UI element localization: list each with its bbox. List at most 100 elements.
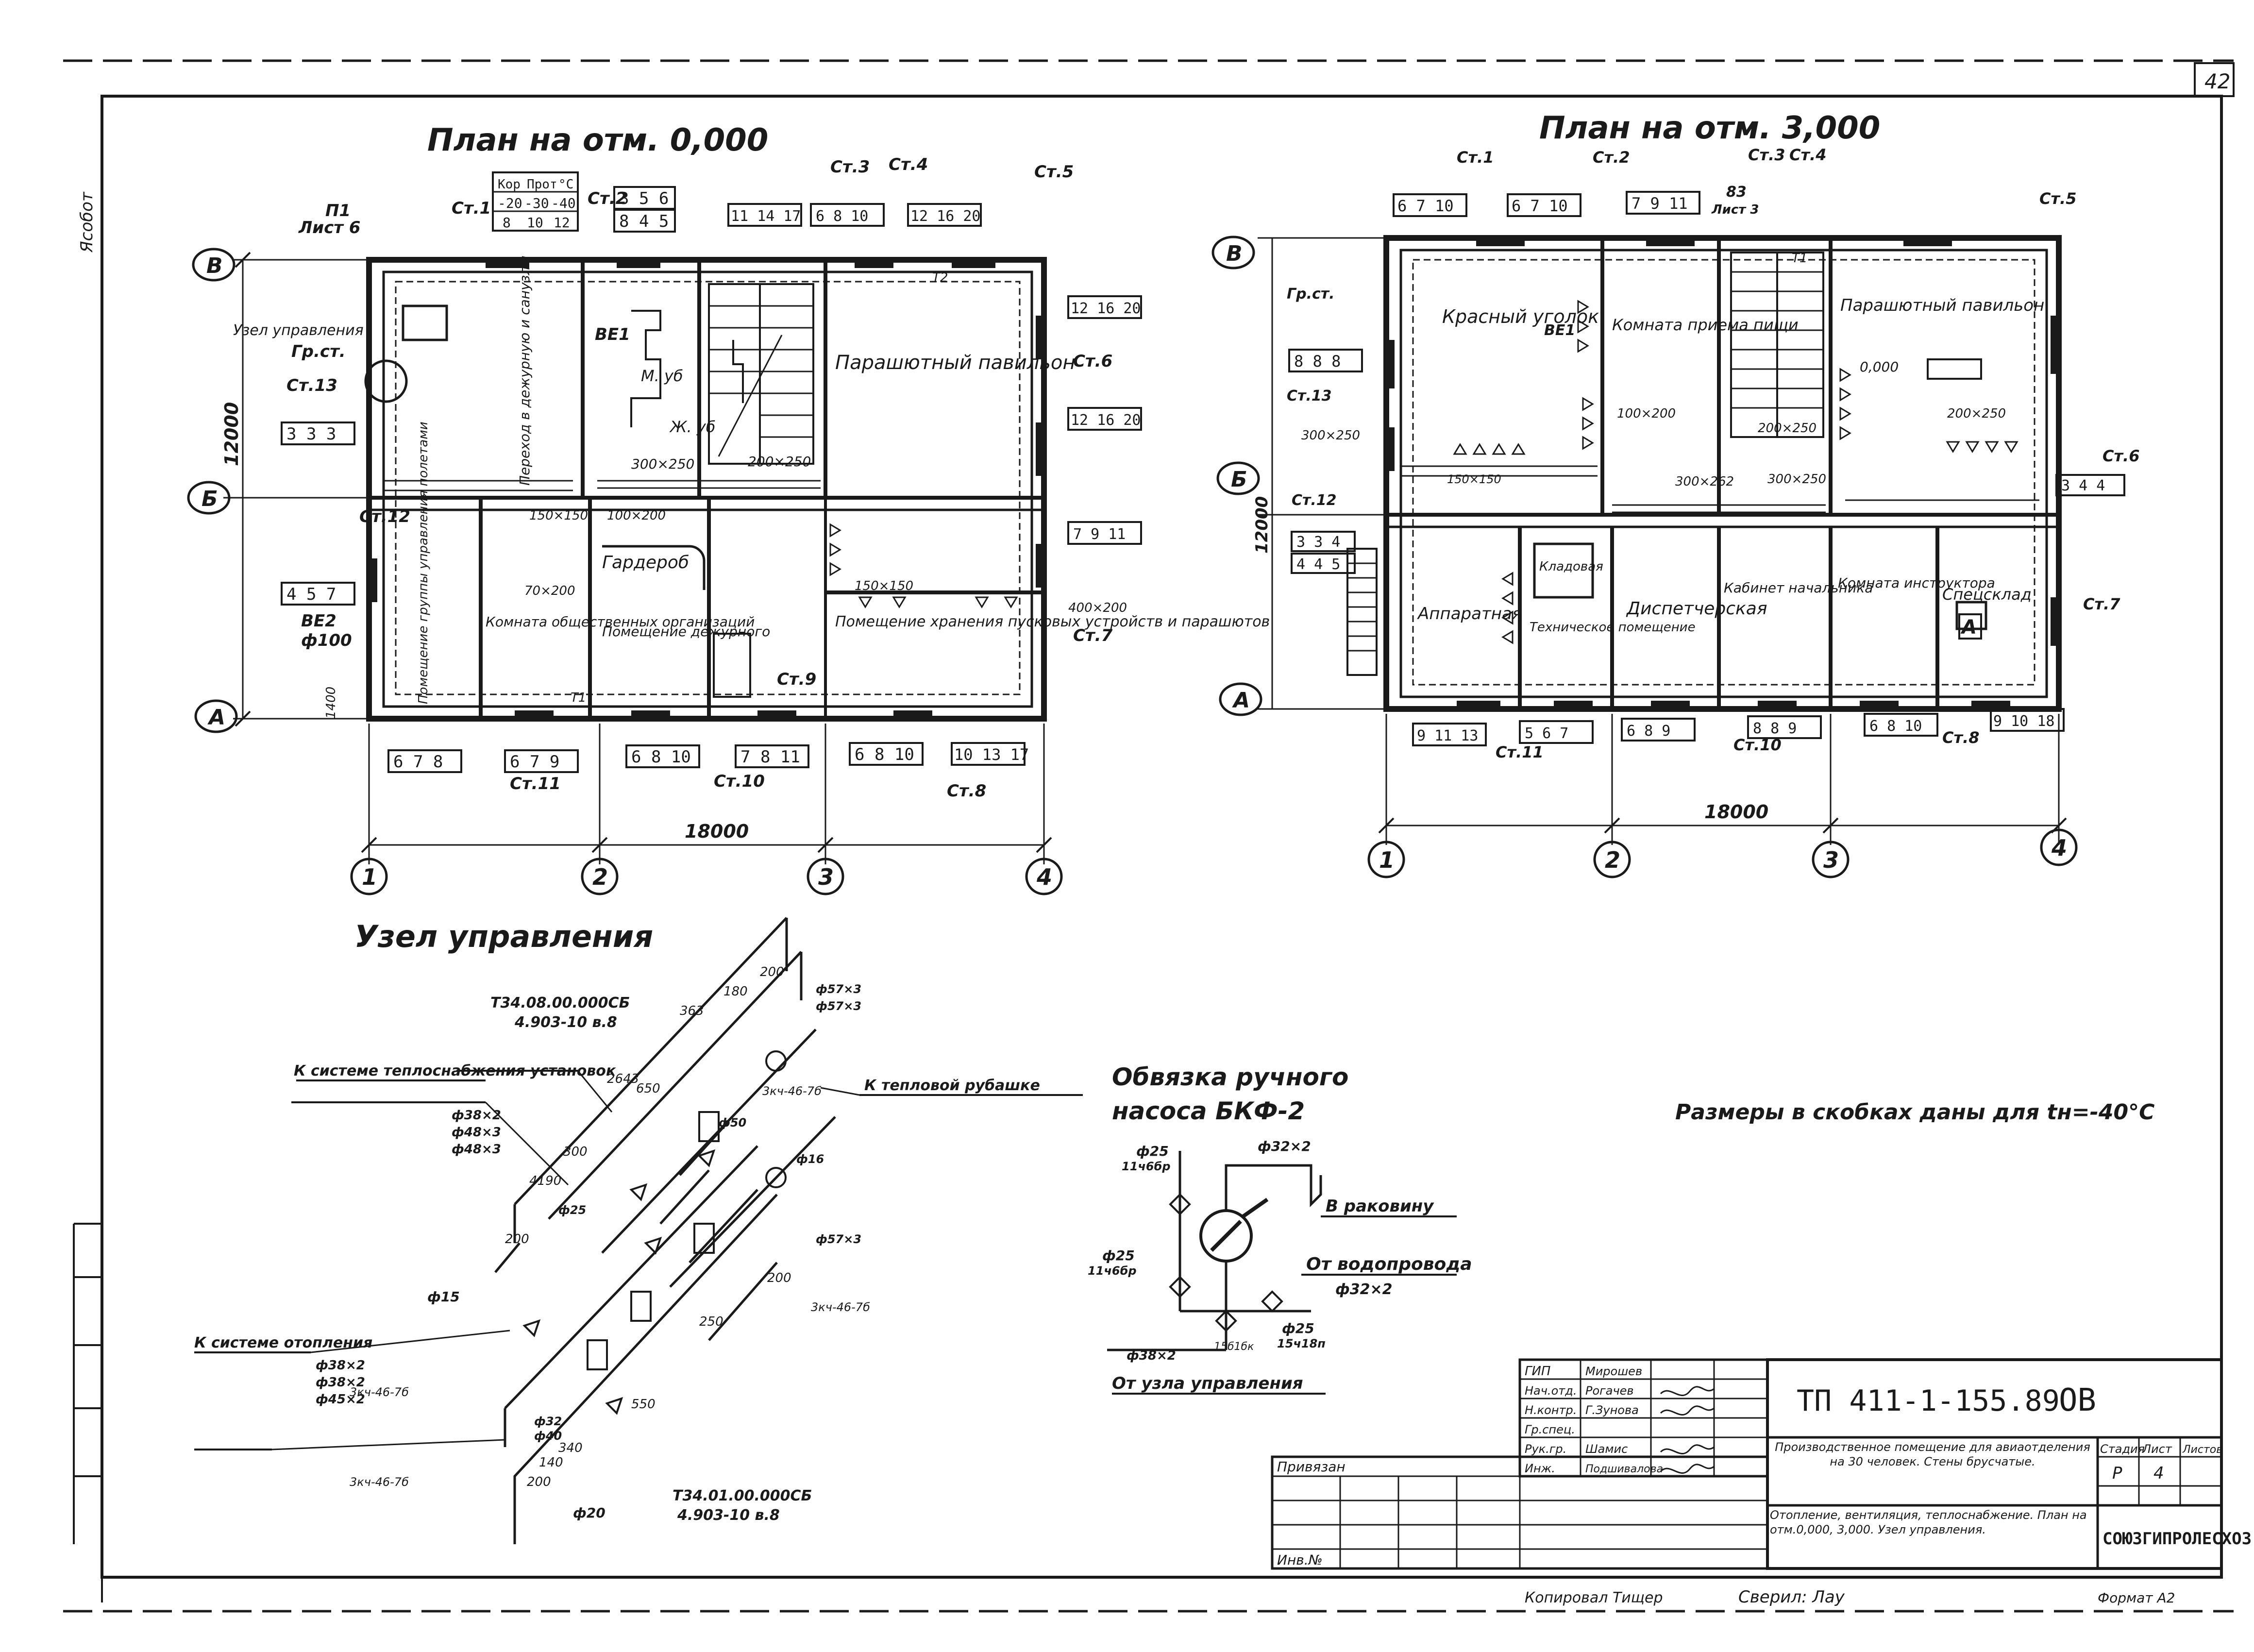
p2-room-chief: Кабинет начальника	[1724, 580, 1873, 596]
p1-axis-3: 3	[818, 864, 834, 890]
footer-format: Формат А2	[2098, 1590, 2175, 1606]
p1-box-5: 12 16 20	[910, 208, 981, 225]
p1-riser-3: Ст.3	[830, 157, 870, 177]
tb-inv: Инв.№	[1277, 1552, 1323, 1568]
iso-pipe-14: ф50	[719, 1116, 746, 1129]
tb-sheet: 4	[2153, 1464, 2164, 1483]
p1-box-4: 6 8 10	[816, 208, 868, 225]
p1-duct-7: 150×150	[529, 508, 588, 523]
p1-riser-12: Ст.12	[359, 507, 410, 526]
tb-code: ТП 411-1-155.89	[1797, 1384, 2060, 1418]
pump-l9: ф25	[1282, 1320, 1314, 1336]
control-unit-isometric: Узел управления	[194, 917, 1083, 1544]
p2-box-1: 6 7 10	[1397, 197, 1454, 215]
p2-room-pantry: Кладовая	[1539, 559, 1603, 574]
p1-riser-1: Ст.1	[452, 199, 491, 218]
title-block	[1271, 1358, 2223, 1570]
p2-room-red: Красный уголок	[1442, 306, 1599, 327]
iso-label-heat: К системе теплоснабжения установок	[294, 1062, 616, 1079]
pump-l3: ф32×2	[1258, 1138, 1311, 1154]
tb-role-4: Гр.спец.	[1525, 1423, 1575, 1436]
temperature-note: Размеры в скобках даны для tн=-40°С	[1675, 1100, 2154, 1125]
p1-duct-6: 400×200	[1068, 601, 1127, 615]
p1-table-r1b: -30	[524, 195, 549, 211]
p1-table-h: Кор	[498, 177, 521, 192]
p2-box-7: 3 4 4	[2061, 477, 2105, 494]
p2-room-parachute: Парашютный павильон	[1840, 296, 2044, 315]
iso-dim-8: 200	[505, 1232, 529, 1247]
p1-tag-f100: ф100	[301, 631, 352, 650]
p2-dim-total: 18000	[1704, 801, 1768, 823]
p2-room-hardware: Аппаратная	[1417, 604, 1522, 624]
tb-name-6: Подшивалова	[1585, 1463, 1663, 1475]
p2-duct-2: 150×150	[1447, 472, 1501, 486]
iso-label-4903-b: 4.903-10 в.8	[677, 1507, 780, 1524]
p2-box-6: 4 4 5	[1296, 556, 1340, 573]
p1-box-2: 8 4 5	[619, 212, 669, 231]
p2-riser-5: Ст.5	[2039, 189, 2076, 208]
iso-dim-1: 363	[680, 1004, 704, 1018]
pump-l5: ф25	[1102, 1247, 1135, 1264]
p2-tag-t1: Т1	[1792, 251, 1807, 266]
p2-riser-13: Ст.13	[1287, 388, 1332, 405]
p1-riser-7: Ст.7	[1073, 626, 1113, 645]
iso-pipe-11: ф20	[573, 1505, 606, 1521]
tb-desc-1: Производственное помещение для авиаотдел…	[1775, 1440, 2090, 1468]
iso-pipe-8: ф57×3	[816, 999, 861, 1013]
p1-box-14: 7 8 11	[740, 747, 800, 767]
pump-l11: ф38×2	[1127, 1349, 1176, 1363]
tb-mark: ОВ	[2059, 1382, 2096, 1418]
p1-room-passage: Переход в дежурную и санузлы	[517, 255, 533, 486]
pump-l6: 11ч6бр	[1088, 1264, 1137, 1278]
iso-label-3kch-2: 3кч-46-7б	[811, 1300, 870, 1314]
p1-table-r2a: 8	[503, 215, 511, 231]
p2-tag-a: А	[1960, 616, 1977, 639]
plan2-title: План на отм. 3,000	[1539, 110, 1880, 146]
footer-copied: Копировал Тищер	[1525, 1589, 1663, 1606]
p1-tag-sheet6: Лист 6	[298, 218, 360, 237]
pump-l7: От водопровода	[1306, 1254, 1472, 1274]
tb-sheets-h: Листов	[2182, 1444, 2222, 1456]
iso-pipe-9: ф57×3	[816, 1232, 861, 1246]
iso-pipe-4: ф38×2	[316, 1358, 365, 1373]
sheet-frame	[63, 59, 2235, 1613]
p1-room-wardrobe: Гардероб	[602, 553, 689, 573]
p1-room-unit: Узел управления	[233, 322, 364, 339]
tb-stage-h: Стадия	[2100, 1442, 2145, 1456]
iso-label-4903-a: 4.903-10 в.8	[514, 1014, 617, 1031]
iso-pipe-6: ф45×2	[316, 1392, 365, 1407]
tb-role-3: Н.контр.	[1525, 1403, 1577, 1417]
p1-box-13: 6 8 10	[631, 747, 691, 767]
tb-role-2: Нач.отд.	[1525, 1384, 1577, 1398]
iso-dim-13: 340	[558, 1441, 583, 1455]
iso-dim-7: 4190	[529, 1174, 561, 1188]
p1-gr-st: Гр.ст.	[291, 342, 346, 361]
p1-dim-side: 12000	[221, 402, 242, 466]
p2-axis-3: 3	[1823, 847, 1839, 873]
p1-table-r2b: 10	[527, 215, 543, 231]
iso-label-jacket: К тепловой рубашке	[864, 1077, 1040, 1094]
p1-box-8: 7 9 11	[1073, 526, 1126, 543]
iso-label-heating: К системе отопления	[194, 1334, 372, 1351]
p1-box-11: 6 7 8	[393, 752, 443, 772]
iso-dim-5: 650	[636, 1081, 660, 1096]
p2-box-9: 5 6 7	[1525, 725, 1568, 742]
iso-pipe-10: ф15	[427, 1289, 460, 1305]
p1-tag-ve2: ВЕ2	[301, 611, 336, 631]
pump-piping: Обвязка ручного насоса БКФ-2	[1107, 1063, 1457, 1395]
iso-dim-9: 250	[699, 1315, 723, 1329]
pump-l8: ф32×2	[1335, 1281, 1393, 1298]
pump-title-2: насоса БКФ-2	[1112, 1097, 1305, 1125]
tb-stage: Р	[2112, 1464, 2122, 1483]
iso-pipe-7: ф57×3	[816, 982, 861, 996]
p1-room-parachute: Парашютный павильон	[835, 352, 1076, 374]
p2-riser-6: Ст.6	[2103, 447, 2139, 465]
iso-pipe-1: ф38×2	[452, 1108, 501, 1123]
p1-duct-3: 150×150	[855, 579, 913, 593]
p2-riser-7: Ст.7	[2083, 595, 2120, 613]
p1-riser-4: Ст.4	[889, 155, 928, 174]
p1-tag-t2: Т2	[932, 270, 948, 285]
tb-sheet-h: Лист	[2142, 1442, 2172, 1456]
p2-room-tech: Техническое помещение	[1530, 620, 1696, 635]
p2-box-2: 6 7 10	[1512, 197, 1568, 215]
